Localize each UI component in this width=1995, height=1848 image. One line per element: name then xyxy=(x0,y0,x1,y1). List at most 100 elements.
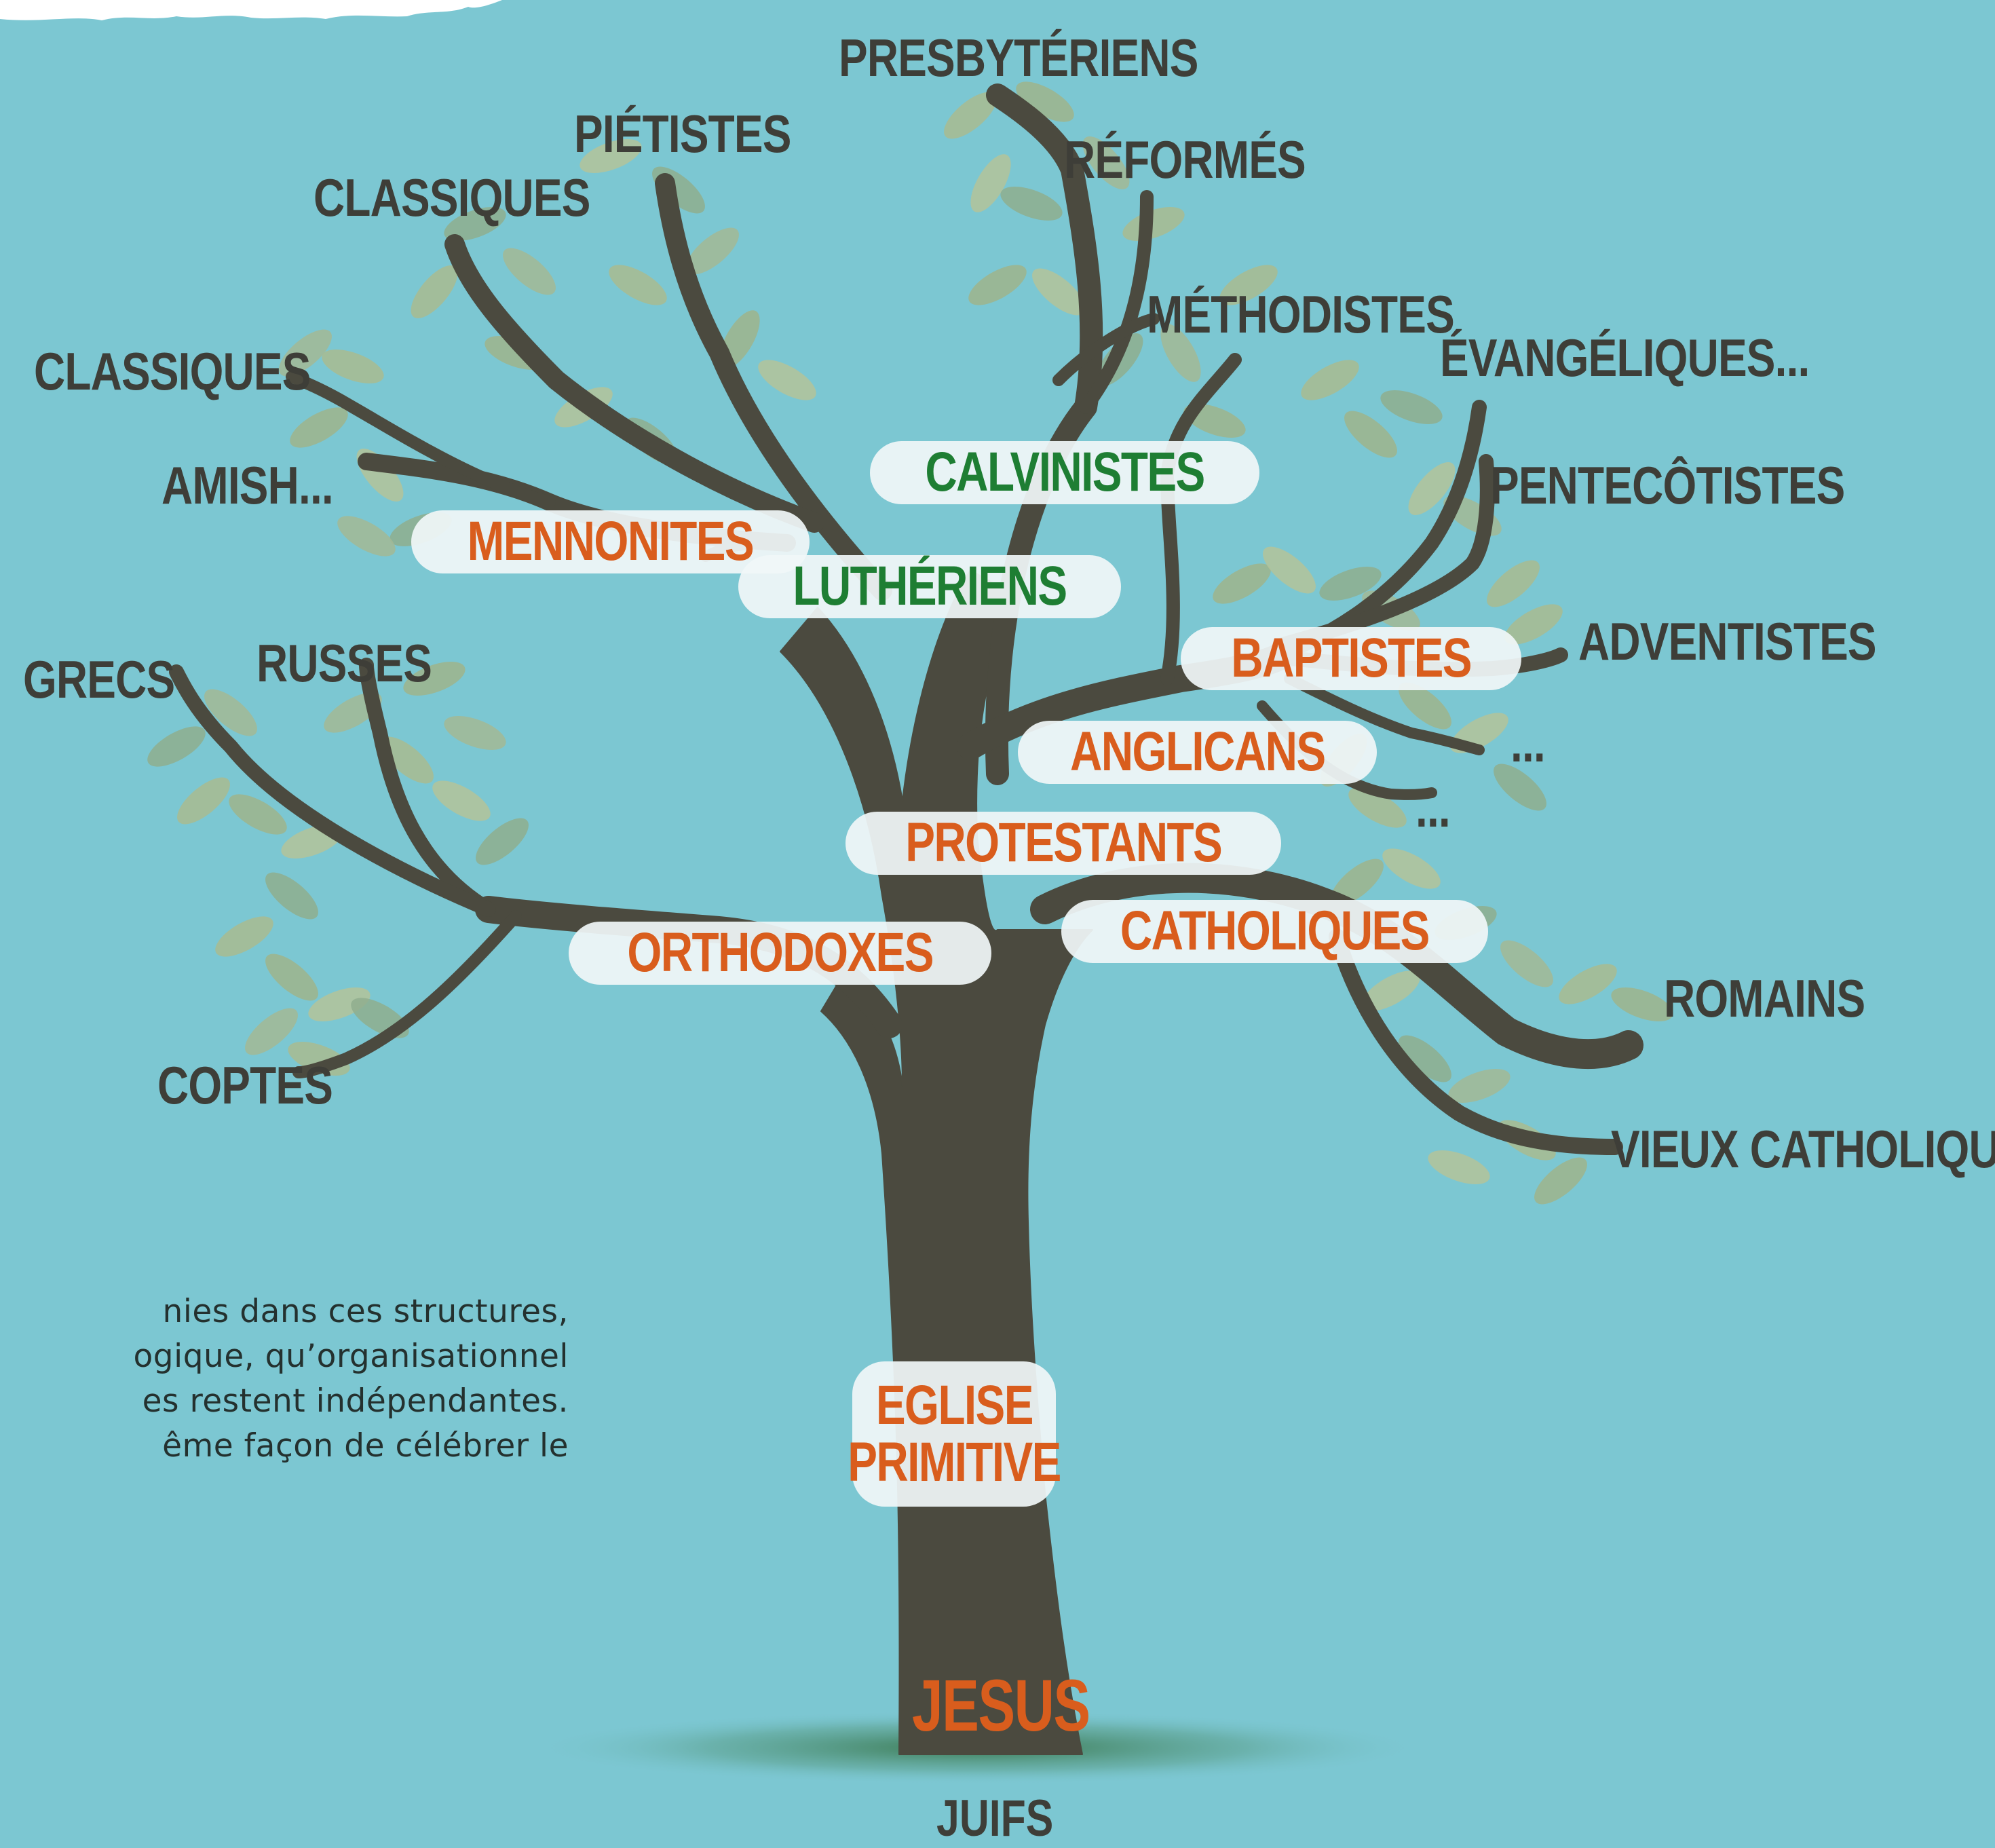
pill-anglicans-text: ANGLICANS xyxy=(1069,721,1326,782)
leaf xyxy=(356,449,404,502)
pill-protestants: PROTESTANTS xyxy=(846,812,1282,875)
label-reformes: RÉFORMÉS xyxy=(1064,130,1306,189)
pill-orthodoxes-text: ORTHODOXES xyxy=(627,922,934,983)
leaf xyxy=(1263,546,1316,594)
leaf xyxy=(204,689,257,736)
pill-orthodoxes: ORTHODOXES xyxy=(569,922,992,985)
leaf xyxy=(279,329,332,377)
pill-baptistes: BAPTISTES xyxy=(1181,627,1522,690)
leaf xyxy=(1428,1150,1490,1184)
leaf xyxy=(1016,81,1074,122)
leaf xyxy=(432,780,491,821)
leaf xyxy=(444,207,506,241)
leaf xyxy=(1319,567,1382,601)
leaf xyxy=(609,265,667,305)
leaf xyxy=(403,662,466,696)
leaf xyxy=(1082,136,1130,189)
pill-calvinistes-text: CALVINISTES xyxy=(925,441,1205,503)
leaf xyxy=(970,154,1011,212)
paragraph-line-1: nies dans ces structures, xyxy=(162,1293,569,1330)
label-pentecotistes: PENTECÔTISTES xyxy=(1490,455,1845,515)
leaf xyxy=(1382,848,1441,889)
pill-lutheriens-text: LUTHÉRIENS xyxy=(793,555,1067,617)
label-juifs: JUIFS xyxy=(936,1790,1054,1847)
pill-protestants-text: PROTESTANTS xyxy=(905,812,1223,873)
label-grecs: GRECS xyxy=(23,649,175,709)
leaf xyxy=(1534,1157,1587,1205)
leaf xyxy=(968,265,1027,305)
leaf xyxy=(1448,1069,1510,1103)
pill-anglicans: ANGLICANS xyxy=(1018,721,1378,784)
leaf xyxy=(1380,390,1443,424)
leaf xyxy=(1122,207,1185,241)
leaf xyxy=(1344,411,1397,458)
leaf xyxy=(1000,187,1063,221)
pill-primitive-text: PRIMITIVE xyxy=(848,1431,1061,1493)
paper-edge-decoration xyxy=(0,0,502,20)
label-methodistes: MÉTHODISTES xyxy=(1147,284,1455,344)
body-paragraph: nies dans ces structures, ogique, qu’org… xyxy=(0,1289,569,1469)
leaf xyxy=(337,516,396,557)
leaf xyxy=(1362,970,1420,1011)
leaf xyxy=(308,987,370,1021)
leaf xyxy=(503,248,556,295)
leaf xyxy=(381,736,434,784)
leaf xyxy=(1408,462,1456,515)
label-pietistes: PIÉTISTES xyxy=(574,104,791,164)
leaves-group xyxy=(147,81,1673,1205)
leaf xyxy=(1559,964,1617,1004)
leaf xyxy=(1500,940,1553,987)
root-label-jesus: JESUS xyxy=(912,1664,1090,1746)
leaf xyxy=(1219,265,1278,305)
label-evangeliques: ÉVANGÉLIQUES... xyxy=(1440,328,1810,388)
leaf xyxy=(265,954,318,1001)
leaf xyxy=(147,726,206,767)
leaf xyxy=(758,360,816,400)
leaf xyxy=(1348,787,1407,828)
leaf xyxy=(1399,1035,1451,1082)
paragraph-line-3: es restent indépendantes. xyxy=(142,1382,569,1420)
leaf xyxy=(1213,563,1271,604)
pill-mennonites-text: MENNONITES xyxy=(467,510,755,572)
leaf xyxy=(1611,987,1673,1021)
pill-eglise-text: EGLISE xyxy=(875,1374,1033,1436)
leaf xyxy=(1301,360,1359,400)
label-classiques-upper: CLASSIQUES xyxy=(314,168,590,227)
paragraph-line-4: ême façon de célébrer le xyxy=(162,1427,569,1465)
leaf xyxy=(444,716,506,750)
pill-baptistes-text: BAPTISTES xyxy=(1231,627,1472,689)
leaf xyxy=(177,777,230,825)
leaf xyxy=(245,1008,298,1055)
label-ellipsis-2: ... xyxy=(1416,778,1451,838)
leaf xyxy=(411,265,458,318)
leaf xyxy=(265,872,318,920)
leaf xyxy=(322,350,384,383)
leaf xyxy=(290,407,348,448)
pill-catholiques-text: CATHOLIQUES xyxy=(1120,900,1430,962)
leaf xyxy=(1331,859,1384,906)
pill-mennonites: MENNONITES xyxy=(411,510,810,573)
label-vieux-catholiques: VIEUX CATHOLIQUES xyxy=(1611,1119,1995,1179)
leaf xyxy=(686,227,739,275)
pill-calvinistes: CALVINISTES xyxy=(870,441,1260,504)
pill-catholiques: CATHOLIQUES xyxy=(1061,900,1488,963)
pill-lutheriens: LUTHÉRIENS xyxy=(738,555,1121,618)
leaf xyxy=(944,92,997,139)
label-coptes: COPTES xyxy=(157,1055,333,1115)
leaf xyxy=(229,794,287,835)
leaf xyxy=(1032,268,1085,316)
label-russes: RUSSES xyxy=(256,633,432,693)
leaf xyxy=(1487,560,1540,607)
leaf xyxy=(215,916,273,957)
leaf xyxy=(1504,604,1563,645)
leaf xyxy=(476,818,529,865)
label-adventistes: ADVENTISTES xyxy=(1578,611,1877,671)
label-classiques-lower: CLASSIQUES xyxy=(34,341,311,401)
label-amish: AMISH... xyxy=(162,455,334,515)
label-ellipsis-1: ... xyxy=(1510,713,1546,773)
label-presbyteriens: PRESBYTÉRIENS xyxy=(839,28,1198,88)
label-romains: ROMAINS xyxy=(1664,968,1865,1028)
paragraph-line-2: ogique, qu’organisationnel xyxy=(133,1338,569,1375)
pill-eglise-primitive: EGLISE PRIMITIVE xyxy=(848,1361,1061,1507)
